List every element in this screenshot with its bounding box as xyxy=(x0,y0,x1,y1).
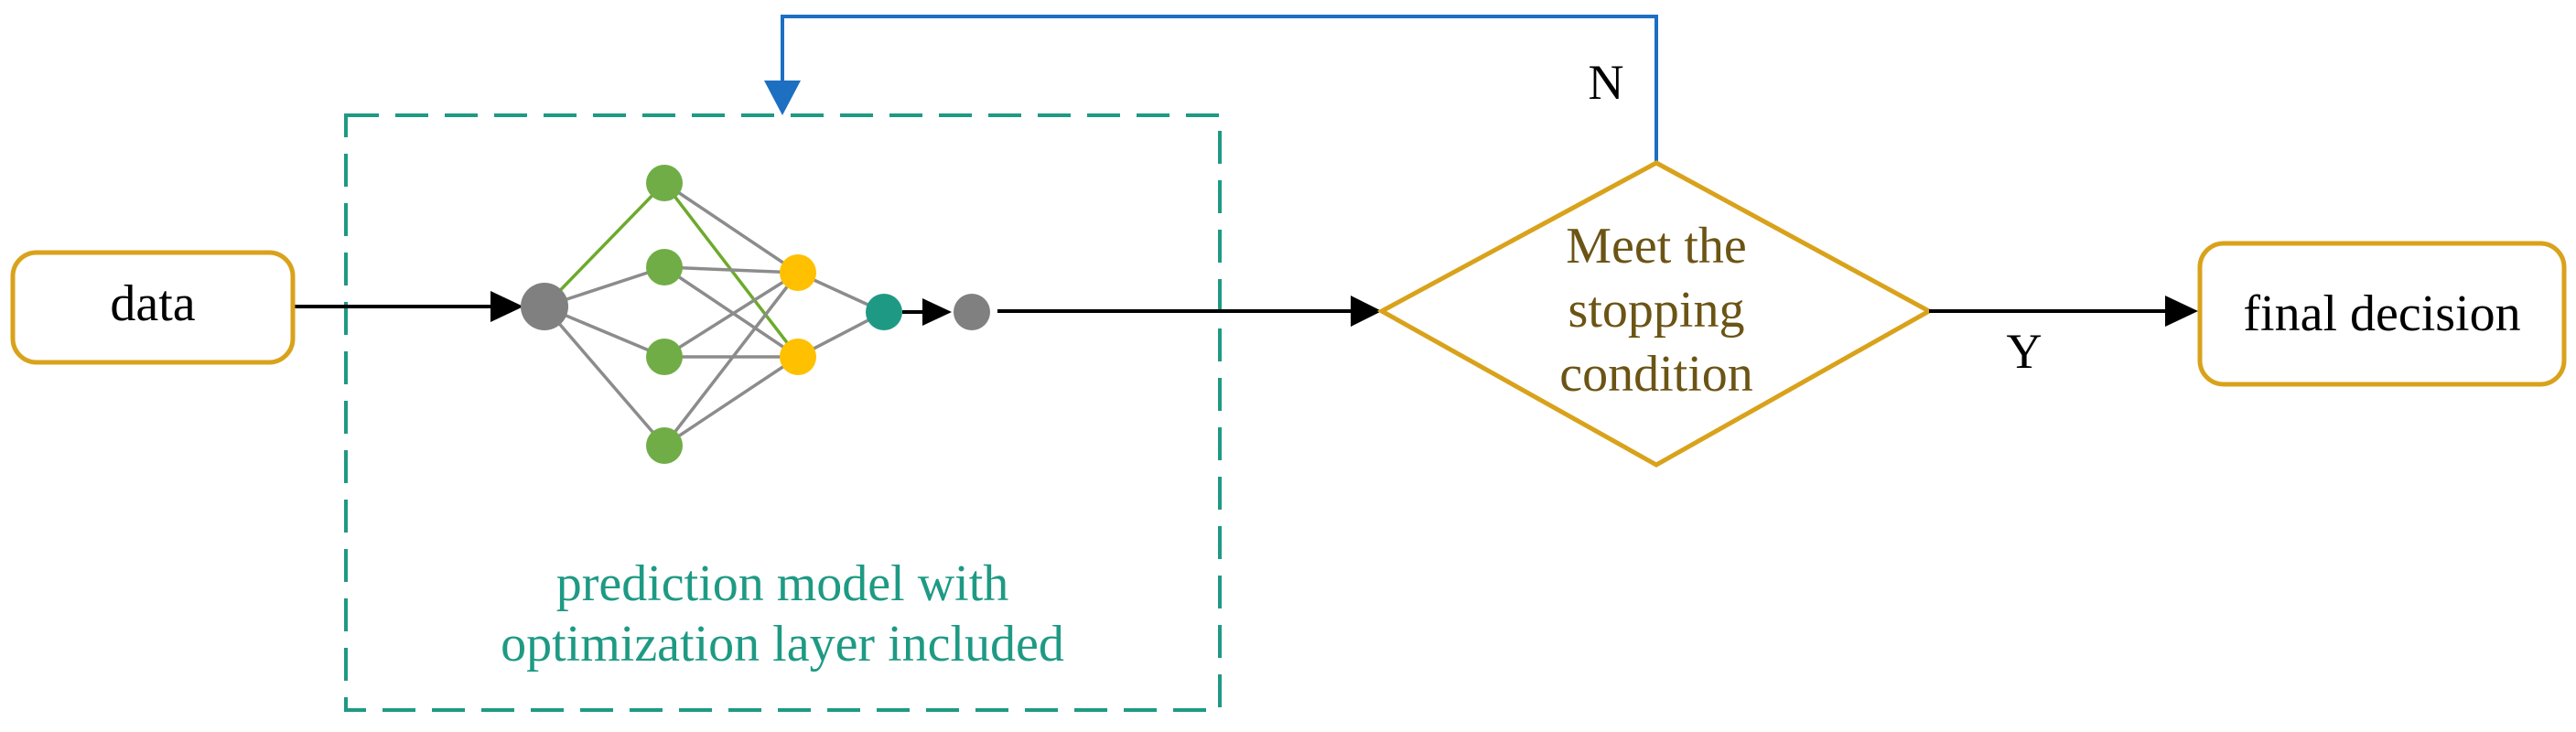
final-decision-box xyxy=(2197,241,2567,387)
model-caption-line-1: prediction model with xyxy=(556,555,1009,612)
data-node-box xyxy=(10,250,296,365)
model-caption-line-2: optimization layer included xyxy=(501,616,1064,673)
decision-to-final-arrowhead xyxy=(2165,296,2198,327)
output-node xyxy=(866,294,902,330)
optimization-node-2 xyxy=(780,339,816,375)
network-edges xyxy=(543,181,885,447)
decision-label-line-2: stopping xyxy=(1568,282,1745,339)
prediction-node xyxy=(954,294,990,330)
edge-input-h4 xyxy=(543,305,666,447)
hidden-node-2 xyxy=(646,249,683,285)
network-nodes xyxy=(521,165,990,464)
hidden-node-4 xyxy=(646,427,683,464)
final-decision-label: final decision xyxy=(2243,285,2520,342)
output-to-prediction-arrowhead xyxy=(922,298,952,326)
hidden-node-1 xyxy=(646,165,683,201)
edge-h3-y1 xyxy=(663,271,799,359)
no-branch-label: N xyxy=(1589,55,1624,110)
feedback-loop-arrowhead xyxy=(764,81,801,115)
optimization-node-1 xyxy=(780,254,816,291)
edge-h2-y2 xyxy=(663,265,799,359)
edge-h4-y1 xyxy=(663,271,800,447)
hidden-node-3 xyxy=(646,339,683,375)
edge-input-h1 xyxy=(543,181,666,308)
model-boundary-box xyxy=(344,113,1222,712)
edge-h4-y2 xyxy=(663,355,799,447)
decision-label-line-3: condition xyxy=(1559,346,1753,403)
feedback-loop-line xyxy=(781,15,1658,163)
decision-label-line-1: Meet the xyxy=(1566,218,1746,274)
yes-branch-label: Y xyxy=(2007,324,2042,379)
model-to-decision-arrowhead xyxy=(1351,296,1382,327)
data-to-network-arrowhead xyxy=(490,291,523,322)
edge-h2-y1 xyxy=(663,265,799,274)
decision-diamond xyxy=(1376,160,1935,468)
input-node xyxy=(521,283,568,330)
edge-h1-y1 xyxy=(663,181,799,274)
data-node-label: data xyxy=(110,275,195,332)
